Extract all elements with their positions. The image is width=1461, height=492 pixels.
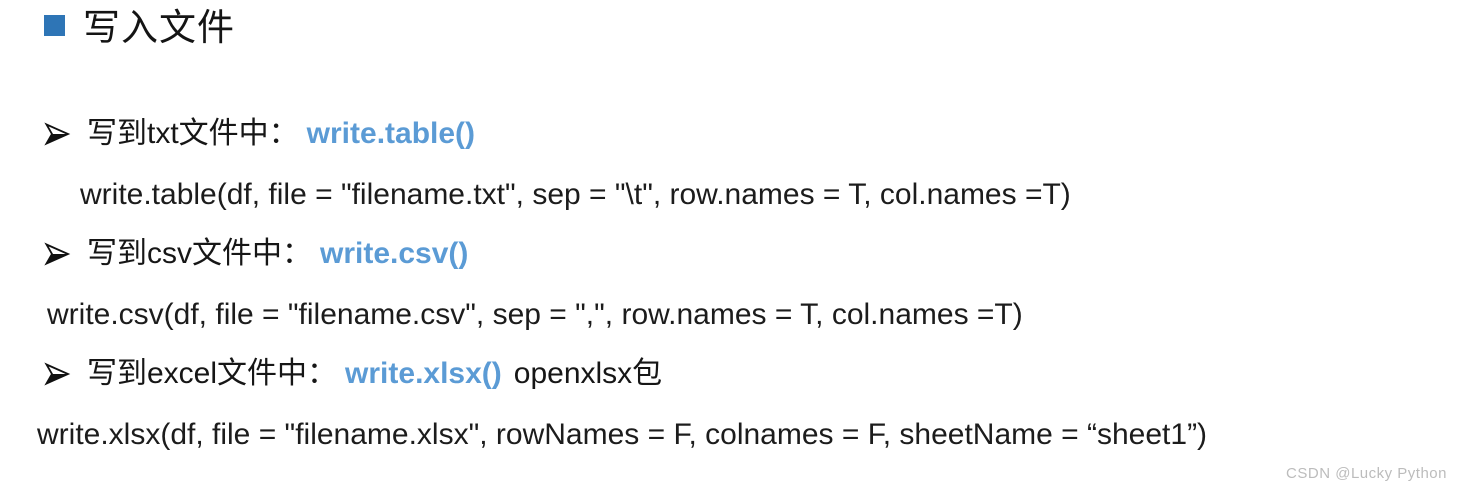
- item-label: 写到csv文件中：: [87, 237, 312, 270]
- csdn-watermark: CSDN @Lucky Python: [1286, 465, 1447, 482]
- item-label: 写到txt文件中：: [87, 117, 299, 150]
- list-item: 写到excel文件中： write.xlsx() openxlsx包: [44, 353, 662, 395]
- page-title: 写入文件: [44, 8, 235, 48]
- item-function-name: write.xlsx(): [345, 357, 502, 390]
- list-item: 写到csv文件中： write.csv(): [44, 233, 468, 275]
- code-line: write.xlsx(df, file = "filename.xlsx", r…: [37, 418, 1208, 451]
- list-item: 写到txt文件中： write.table(): [44, 113, 475, 155]
- arrowhead-right-icon: [44, 362, 71, 386]
- item-function-name: write.table(): [306, 117, 476, 150]
- item-label: 写到excel文件中：: [87, 357, 338, 390]
- page-title-text: 写入文件: [83, 7, 235, 48]
- blue-square-bullet-icon: [44, 15, 65, 36]
- code-line: write.csv(df, file = "filename.csv", sep…: [47, 298, 1023, 331]
- arrowhead-right-icon: [44, 242, 71, 266]
- item-suffix: openxlsx包: [513, 357, 663, 390]
- code-line: write.table(df, file = "filename.txt", s…: [80, 178, 1071, 211]
- arrowhead-right-icon: [44, 122, 71, 146]
- item-function-name: write.csv(): [320, 237, 469, 270]
